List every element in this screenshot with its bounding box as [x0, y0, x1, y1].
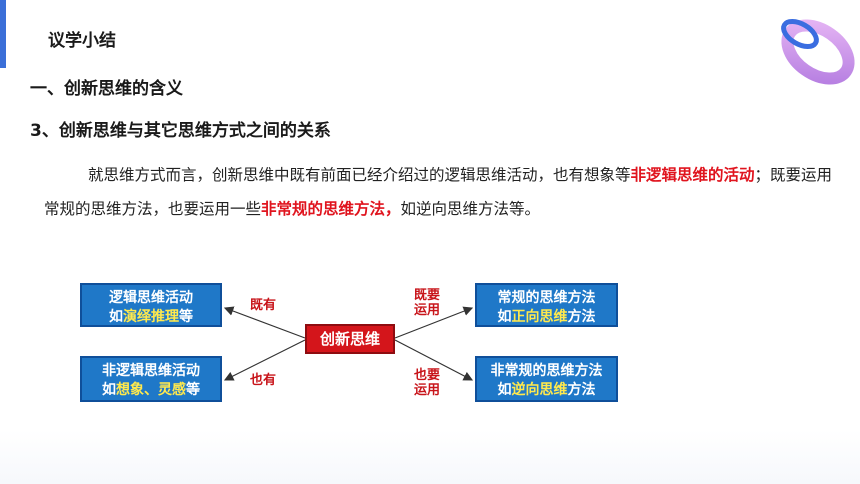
label-must-use: 既要 运用	[414, 288, 441, 318]
footer-band	[0, 430, 860, 484]
subsection-heading: 3、创新思维与其它思维方式之间的关系	[30, 121, 331, 141]
accent-bar	[0, 0, 6, 68]
paragraph-emphasis: 非常规的思维方法，	[261, 200, 401, 218]
label-also-use: 也要 运用	[414, 368, 441, 398]
paragraph-text: 如逆向思维方法等。	[400, 200, 541, 218]
paragraph-text: 就思维方式而言，创新思维中既有前面已经介绍过的逻辑思维活动，也有想象等	[88, 166, 631, 184]
body-paragraph: 就思维方式而言，创新思维中既有前面已经介绍过的逻辑思维活动，也有想象等非逻辑思维…	[44, 158, 844, 226]
center-box-creative-thinking: 创新思维	[305, 324, 395, 354]
paragraph-emphasis: 非逻辑思维的活动	[630, 166, 755, 184]
section-heading: 一、创新思维的含义	[30, 79, 183, 99]
connector-lines	[223, 306, 474, 381]
ring-decoration-icon	[781, 19, 855, 85]
box-nonlogical-thinking: 非逻辑思维活动 如想象、灵感等	[80, 356, 222, 402]
label-also-have: 也有	[250, 373, 277, 388]
box-unconventional-method: 非常规的思维方法 如逆向思维方法	[475, 356, 618, 402]
paragraph-text: ；既要运用常规的思维方法，也要运用一些	[44, 166, 833, 218]
label-both-have: 既有	[250, 298, 277, 313]
relation-diagram: 逻辑思维活动 如演绎推理等 非逻辑思维活动 如想象、灵感等 创新思维 常规的思维…	[0, 268, 860, 418]
box-conventional-method: 常规的思维方法 如正向思维方法	[475, 283, 618, 327]
box-logical-thinking: 逻辑思维活动 如演绎推理等	[80, 283, 222, 327]
slide-title: 议学小结	[48, 31, 116, 51]
